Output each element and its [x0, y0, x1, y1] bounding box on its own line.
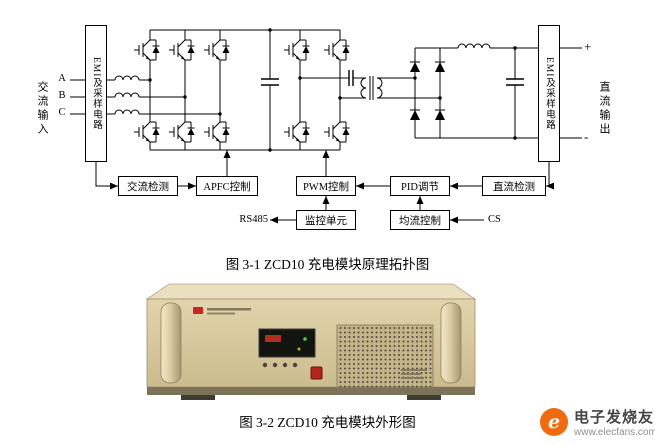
display-panel — [258, 328, 316, 368]
device-foot-left — [181, 395, 215, 400]
handle-right — [440, 302, 462, 384]
junction-dots — [148, 28, 517, 152]
figure2-caption: 图 3-2 ZCD10 充电模块外形图 — [239, 415, 416, 430]
dc-link-capacitor — [261, 30, 279, 150]
phase-c-label: C — [58, 107, 66, 118]
pfc-bridge — [133, 29, 340, 151]
panel-button — [282, 362, 288, 368]
brand-mark — [193, 307, 203, 314]
emi-box-right: EMI及采样电路 — [538, 25, 560, 162]
rectifier-bridge — [409, 47, 446, 139]
transformer — [360, 76, 440, 100]
topology-diagram: 交流输入 A B C EMI及采样电路 EMI及采样电路 + - 直流输出 交流… — [36, 25, 610, 230]
circuit-diagram-svg — [70, 28, 582, 224]
blocking-capacitor — [300, 70, 366, 99]
block-ac-detect: 交流检测 — [118, 176, 178, 196]
figure1-caption: 图 3-1 ZCD10 充电模块原理拓扑图 — [225, 257, 430, 272]
block-dc-detect: 直流检测 — [482, 176, 546, 196]
dc-output-lines — [560, 47, 582, 139]
watermark: e 电子发烧友 www.elecfans.com — [540, 406, 655, 438]
watermark-brand: 电子发烧友 — [574, 409, 655, 426]
block-apfc-control: APFC控制 — [196, 176, 258, 196]
block-pwm-control: PWM控制 — [296, 176, 356, 196]
phase-a-label: A — [58, 73, 66, 84]
h-bridge — [283, 30, 350, 150]
watermark-text: 电子发烧友 www.elecfans.com — [574, 406, 655, 438]
rs485-label: RS485 — [239, 214, 268, 225]
watermark-site: www.elecfans.com — [574, 427, 655, 438]
panel-button — [262, 362, 268, 368]
output-filter — [440, 43, 538, 139]
ac-input-lines — [70, 75, 220, 115]
block-monitor-unit: 监控单元 — [296, 210, 356, 230]
block-pid-control: PID调节 — [390, 176, 450, 196]
front-panel-label — [193, 307, 251, 315]
ventilation-grille — [336, 324, 434, 388]
module-photo-svg — [145, 283, 477, 400]
dc-minus-label: - — [584, 129, 589, 144]
led-readout — [265, 335, 281, 342]
control-arrows — [95, 150, 554, 224]
spec-label — [401, 369, 427, 379]
led-yellow — [297, 347, 301, 351]
elecfans-logo-icon: e — [540, 408, 568, 436]
phase-b-label: B — [58, 90, 66, 101]
power-switch — [310, 366, 323, 380]
dc-output-label: 直流输出 — [598, 81, 610, 137]
module-photo — [145, 281, 477, 405]
panel-button — [292, 362, 298, 368]
device-foot-right — [407, 395, 441, 400]
ac-input-label: 交流输入 — [36, 81, 48, 137]
emi-box-left: EMI及采样电路 — [85, 25, 107, 162]
led-green — [303, 337, 307, 341]
cs-label: CS — [488, 214, 501, 225]
block-current-share: 均流控制 — [390, 210, 450, 230]
panel-button — [272, 362, 278, 368]
dc-plus-label: + — [584, 39, 592, 54]
handle-left — [160, 302, 182, 384]
